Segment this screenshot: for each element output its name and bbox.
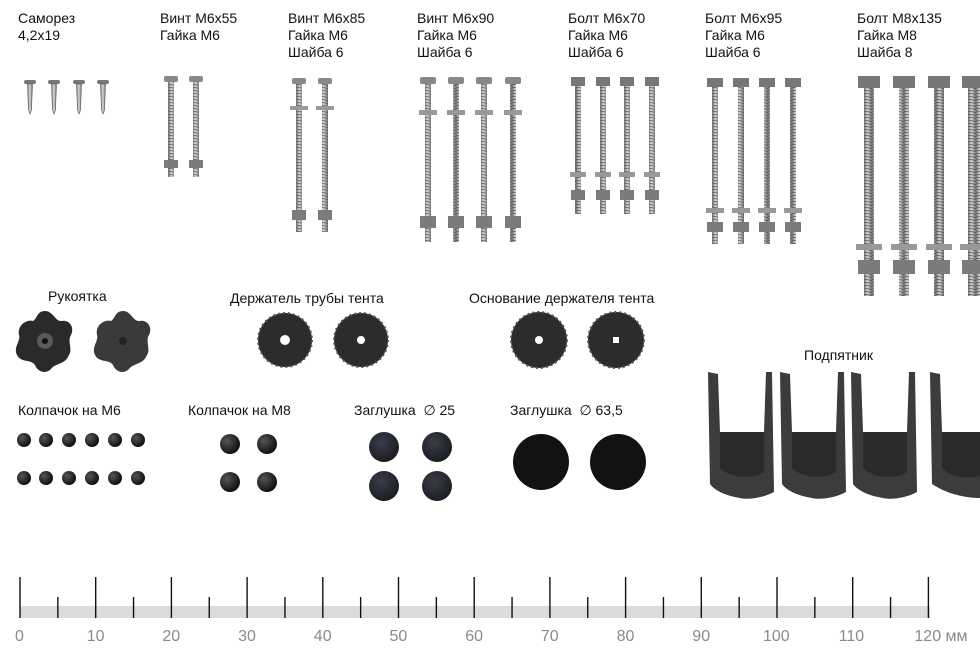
ruler-label: 60: [465, 628, 483, 645]
label-foot: Подпятник: [804, 347, 873, 363]
ruler-label: 30: [238, 628, 256, 645]
ruler-label: 110: [838, 628, 865, 645]
ruler-label: 10: [86, 628, 105, 645]
bolts-m8x135: [856, 76, 980, 296]
ruler-label: 120 мм: [914, 628, 968, 645]
plugs-63: [513, 434, 646, 490]
ruler-label: 0: [15, 628, 24, 645]
ruler: [19, 577, 930, 618]
holder-bases: [510, 311, 645, 369]
ruler-label: 100: [763, 628, 790, 645]
label-pipe-holder: Держатель трубы тента: [230, 290, 384, 306]
ruler-label: 70: [540, 628, 559, 645]
ruler-label: 90: [692, 628, 711, 645]
label-cap-m6: Колпачок на М6: [18, 402, 121, 418]
screws-m6x55: [164, 76, 203, 177]
feet: [708, 372, 980, 499]
label-cap-m8: Колпачок на М8: [188, 402, 291, 418]
label-plug-25: Заглушка ∅ 25: [354, 402, 456, 418]
ruler-label: 40: [313, 628, 332, 645]
bolts-m6x70: [570, 77, 660, 214]
label-handle: Рукоятка: [48, 288, 107, 304]
bolts-m6x95: [706, 78, 802, 244]
ruler-bar: [20, 606, 930, 618]
ruler-label: 20: [162, 628, 181, 645]
plugs-25: [369, 432, 452, 501]
caps-m8: [220, 434, 277, 492]
screws-m6x85: [290, 78, 334, 232]
ruler-ticks: [19, 577, 930, 618]
screws-m6x90: [419, 77, 522, 242]
caps-m6: [17, 433, 145, 485]
label-holder-base: Основание держателя тента: [469, 290, 655, 306]
handles: [15, 311, 151, 372]
self-tapping-screws: [23, 79, 110, 115]
ruler-label: 80: [616, 628, 635, 645]
ruler-label: 50: [389, 628, 408, 645]
pipe-holders: [257, 312, 389, 368]
label-plug-63: Заглушка ∅ 63,5: [510, 402, 623, 418]
